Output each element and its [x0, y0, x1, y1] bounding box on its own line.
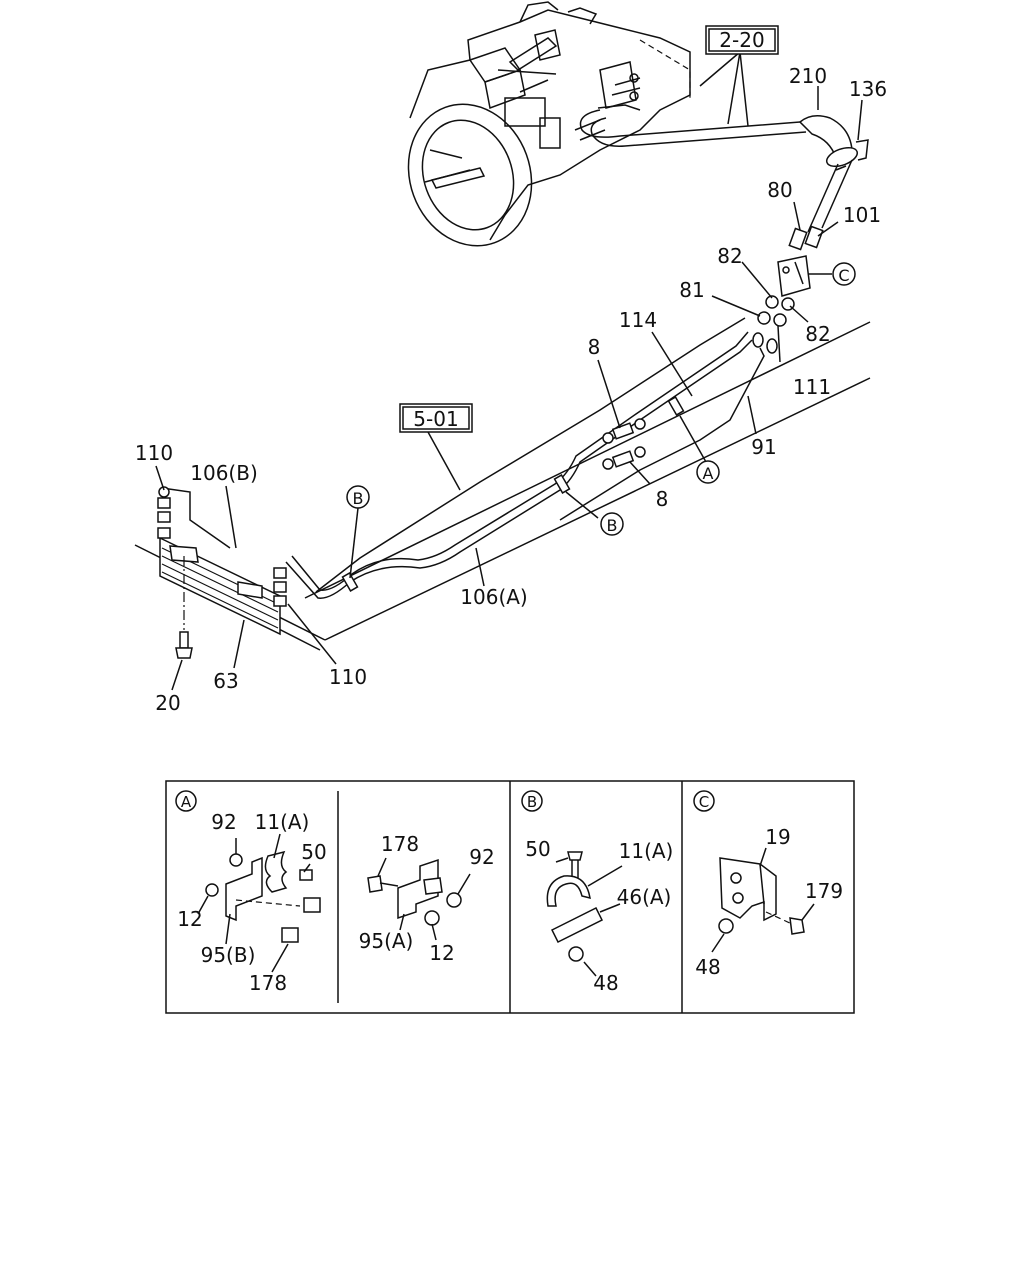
callout-106a: 106(A)	[460, 585, 527, 609]
a2-95a: 95(A)	[359, 929, 414, 953]
a2-12: 12	[429, 941, 454, 965]
a1-12: 12	[177, 907, 202, 931]
detail-a-right: 178 92 95(A) 12	[359, 832, 495, 965]
callout-8b: 8	[656, 487, 669, 511]
svg-text:A: A	[703, 464, 714, 483]
marker-b-lower: B	[600, 512, 624, 536]
b-11a: 11(A)	[619, 839, 674, 863]
svg-text:B: B	[607, 516, 618, 535]
callout-106b: 106(B)	[190, 461, 258, 485]
a1-50: 50	[301, 840, 326, 864]
callout-114: 114	[619, 308, 657, 332]
callout-82a: 82	[717, 244, 742, 268]
callout-63: 63	[213, 669, 238, 693]
ref-2-20: 2-20	[719, 28, 764, 52]
svg-text:C: C	[838, 266, 849, 285]
callout-110a: 110	[135, 441, 173, 465]
callout-80: 80	[767, 178, 792, 202]
detail-a-left: A 92 11(A) 50 12 95(B) 178	[175, 790, 327, 995]
detail-panel	[165, 780, 855, 1014]
callout-101: 101	[843, 203, 881, 227]
a1-95b: 95(B)	[201, 943, 256, 967]
ref-box-2-20: 2-20	[705, 25, 779, 55]
svg-text:B: B	[527, 793, 537, 811]
callout-81: 81	[679, 278, 704, 302]
leader-lines	[155, 51, 863, 691]
svg-text:A: A	[181, 793, 192, 811]
a2-178: 178	[381, 832, 419, 856]
marker-c: C	[832, 262, 856, 286]
callout-210: 210	[789, 64, 827, 88]
svg-text:B: B	[353, 489, 364, 508]
svg-text:C: C	[699, 793, 709, 811]
c-48: 48	[695, 955, 720, 979]
c-19: 19	[765, 825, 790, 849]
b-46a: 46(A)	[617, 885, 672, 909]
oil-cooler-63	[157, 486, 287, 659]
marker-b-upper: B	[346, 485, 370, 509]
callout-82b: 82	[805, 322, 830, 346]
marker-a: A	[696, 460, 720, 484]
fitting-80-101	[788, 225, 824, 251]
callout-20: 20	[155, 691, 180, 715]
upper-cooler-pipes	[579, 109, 869, 233]
callout-136: 136	[849, 77, 887, 101]
ref-box-5-01: 5-01	[399, 403, 473, 433]
bracket-c	[777, 255, 811, 297]
a2-92: 92	[469, 845, 494, 869]
callout-8a: 8	[588, 335, 601, 359]
callout-111: 111	[793, 375, 831, 399]
detail-c: C 19 179 48	[693, 790, 843, 979]
ref-5-01: 5-01	[413, 407, 458, 431]
a1-11a: 11(A)	[255, 810, 310, 834]
nuts-81-82	[752, 295, 795, 354]
a1-178: 178	[249, 971, 287, 995]
c-179: 179	[805, 879, 843, 903]
b-50: 50	[525, 837, 550, 861]
callout-110b: 110	[329, 665, 367, 689]
callout-91: 91	[751, 435, 776, 459]
a1-92: 92	[211, 810, 236, 834]
transmission-housing	[407, 1, 691, 247]
cooler-lines	[285, 317, 765, 599]
b-48: 48	[593, 971, 618, 995]
detail-b: B 50 11(A) 46(A) 48	[521, 790, 674, 995]
